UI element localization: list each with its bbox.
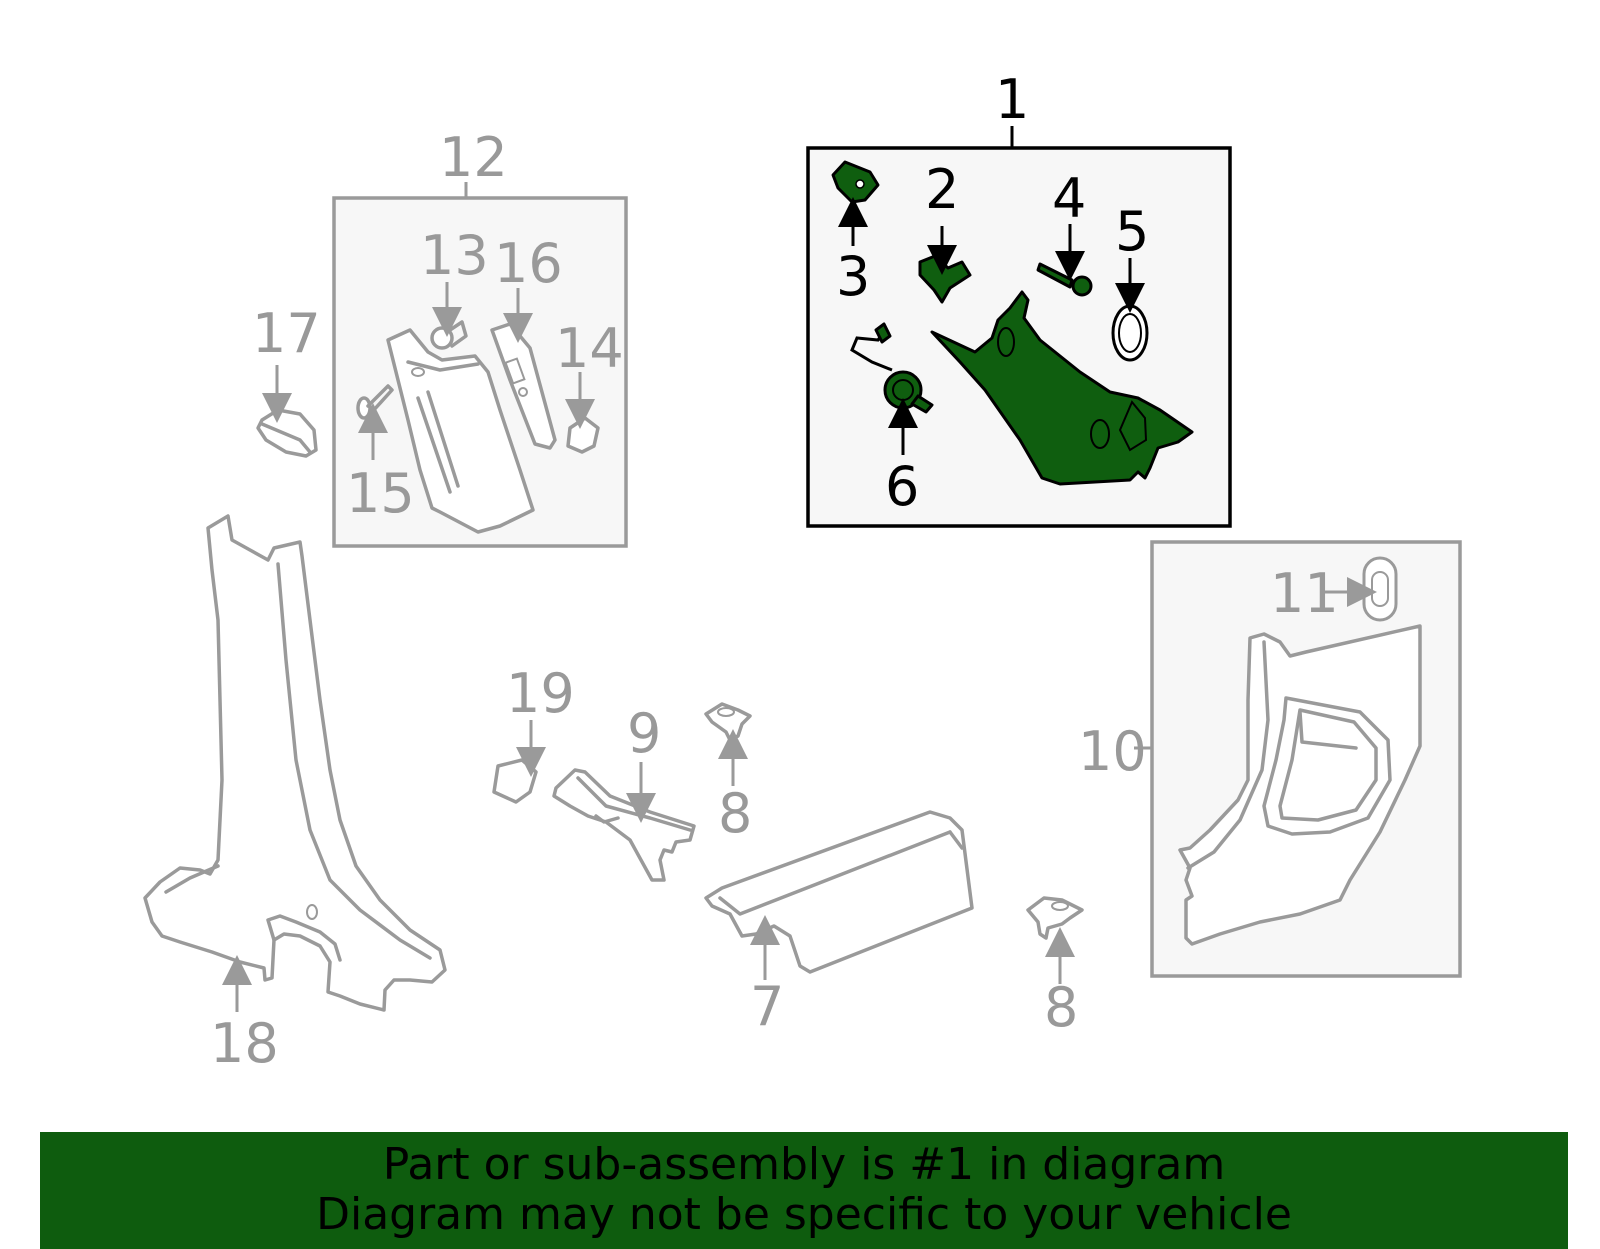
callout-10: 10 — [1078, 720, 1147, 783]
part-9-trim[interactable] — [552, 768, 696, 882]
callout-18: 18 — [210, 1012, 279, 1075]
callout-17: 17 — [252, 302, 321, 365]
callout-2: 2 — [925, 158, 959, 221]
part-19-group[interactable]: 19 — [492, 662, 575, 804]
banner-line-2: Diagram may not be specific to your vehi… — [316, 1189, 1292, 1240]
callout-8-lower: 8 — [1044, 976, 1078, 1039]
callout-4: 4 — [1052, 167, 1086, 230]
part-7-sill[interactable] — [704, 810, 974, 974]
info-banner: Part or sub-assembly is #1 in diagram Di… — [40, 1132, 1568, 1249]
callout-8-upper: 8 — [718, 782, 752, 845]
part-8a-clip[interactable] — [704, 702, 752, 742]
callout-1: 1 — [995, 68, 1029, 131]
part-17-group[interactable]: 17 — [252, 302, 321, 458]
part-8a-group[interactable]: 8 — [704, 702, 752, 845]
callout-14: 14 — [555, 317, 624, 380]
part-11-grommet[interactable] — [1362, 556, 1398, 622]
callout-16: 16 — [494, 232, 563, 295]
callout-3: 3 — [836, 245, 870, 308]
part-3-bracket[interactable] — [831, 160, 880, 204]
callout-13: 13 — [420, 224, 489, 287]
part-1-pillar-trim[interactable] — [930, 290, 1194, 486]
callout-15: 15 — [346, 462, 415, 525]
callout-6: 6 — [885, 455, 919, 518]
callout-12: 12 — [439, 126, 508, 189]
part-18-pillar-trim[interactable] — [143, 514, 447, 1012]
assembly-1-group[interactable]: 1 3 2 4 5 6 — [806, 68, 1232, 528]
assembly-10-group[interactable]: 10 11 — [1078, 540, 1462, 978]
banner-line-1: Part or sub-assembly is #1 in diagram — [382, 1139, 1226, 1190]
assembly-12-group[interactable]: 12 16 13 15 14 — [332, 126, 628, 548]
part-10-quarter-trim[interactable] — [1178, 624, 1422, 946]
callout-19: 19 — [506, 662, 575, 725]
callout-11: 11 — [1270, 562, 1339, 625]
part-7-group[interactable]: 7 — [704, 810, 974, 1038]
part-12-panel[interactable] — [386, 328, 535, 534]
part-8b-group[interactable]: 8 — [1026, 896, 1084, 1039]
callout-5: 5 — [1115, 200, 1149, 263]
callout-7: 7 — [750, 975, 784, 1038]
part-9-group[interactable]: 9 — [552, 702, 696, 882]
callout-9: 9 — [627, 702, 661, 765]
part-8b-clip[interactable] — [1026, 896, 1084, 940]
part-19-clip[interactable] — [492, 758, 538, 804]
part-18-group[interactable]: 18 — [143, 514, 447, 1075]
